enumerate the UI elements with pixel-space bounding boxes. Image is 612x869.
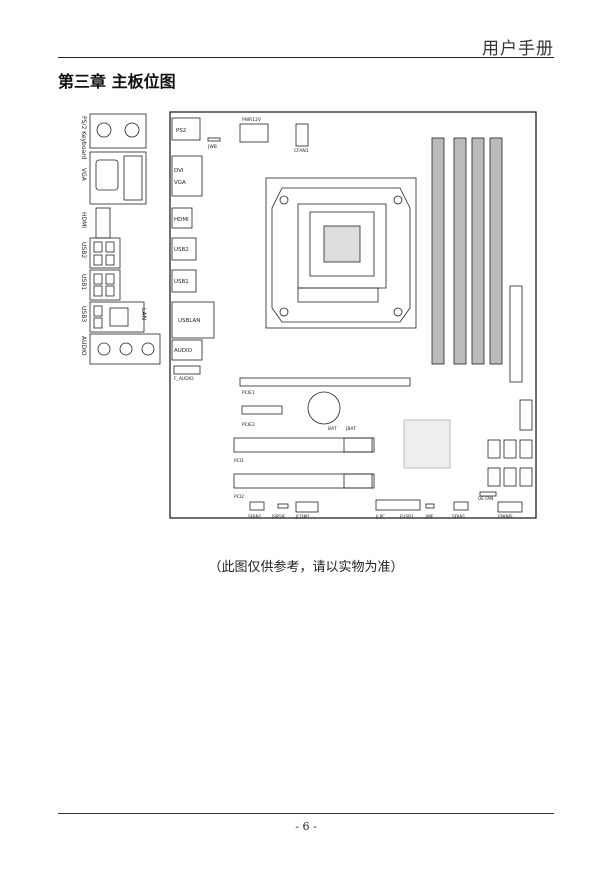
label-faudio: F_AUDIO	[174, 376, 194, 382]
label-cfan1: CFAN1	[294, 148, 309, 154]
label-vga: VGA	[174, 180, 186, 186]
rear-label-audio: AUDIO	[80, 336, 87, 356]
rear-label-lan: LAN	[140, 308, 147, 320]
rear-label-usb2: USB2	[80, 242, 87, 258]
pcie-slots	[233, 377, 411, 489]
label-dvi: DVI	[174, 168, 184, 174]
label-audio: AUDIO	[174, 348, 193, 354]
label-pci1: PCI1	[234, 458, 244, 464]
header-title: 用户手册	[482, 39, 554, 59]
page-number: - 6 -	[295, 820, 317, 833]
sata-ports	[487, 439, 533, 487]
top-connectors	[207, 123, 309, 147]
label-pci2: PCI2	[234, 494, 244, 500]
pcie-labels: PCIE1 PCIE2 PCI1 PCI2	[234, 390, 255, 500]
label-sfan1: SFAN1	[452, 514, 466, 519]
dimm-slots	[431, 137, 503, 365]
label-usblan: USBLAN	[178, 318, 200, 324]
label-sfan2: SFAN2	[248, 514, 262, 519]
cpu-socket	[265, 177, 417, 329]
label-pwr12v: PWR12V	[242, 117, 262, 123]
label-jcom1: JCOM1	[295, 514, 310, 519]
header-rule	[58, 57, 554, 58]
rear-panel-labels: PS/2 Keyboard VGA HDMI USB2 USB1 USB3 LA…	[80, 116, 147, 356]
bottom-labels: SFAN2 JSPDIF JCOM1 JLPC FUSB1 JME SFAN1 …	[248, 496, 514, 519]
footer-rule	[58, 813, 554, 814]
label-usb2: USB2	[174, 247, 189, 253]
atx-power-connector	[509, 285, 523, 383]
rear-label-ps2: PS/2 Keyboard	[80, 116, 87, 160]
label-oe-fan: OE FAN	[478, 496, 493, 501]
label-pcie1: PCIE1	[242, 390, 255, 396]
label-jlpc: JLPC	[375, 514, 385, 519]
rear-io-connectors	[89, 113, 161, 365]
bottom-headers	[249, 491, 523, 513]
label-ps2: PS2	[176, 128, 186, 134]
label-pcie2: PCIE2	[242, 422, 255, 428]
rear-label-hdmi: HDMI	[80, 212, 87, 228]
label-usb1: USB1	[174, 279, 189, 285]
chipset	[403, 419, 451, 469]
label-jbat: JBAT	[345, 426, 356, 432]
label-fusb1: FUSB1	[400, 514, 414, 519]
motherboard-layout-figure: PS/2 Keyboard VGA HDMI USB2 USB1 USB3 LA…	[80, 111, 537, 519]
battery	[307, 391, 341, 425]
label-bat: BAT	[328, 426, 337, 432]
rear-label-usb1: USB1	[80, 274, 87, 290]
label-jspdif: JSPDIF	[271, 514, 286, 519]
board-outline	[169, 111, 537, 519]
rear-label-vga: VGA	[80, 168, 87, 182]
side-header	[519, 399, 533, 431]
figure-caption: （此图仅供参考，请以实物为准）	[208, 560, 404, 575]
board-left-connectors	[171, 117, 215, 375]
chapter-title: 第三章 主板位图	[58, 72, 176, 91]
top-labels: JWB PWR12V CFAN1	[207, 117, 309, 154]
board-left-labels: PS2 DVI VGA HDMI USB2 USB1 USBLAN AUDIO …	[174, 128, 200, 382]
label-hdmi: HDMI	[174, 217, 189, 223]
label-fpanel: FPANEL	[498, 514, 514, 519]
label-jwb: JWB	[207, 144, 217, 150]
rear-label-usb3: USB3	[80, 306, 87, 322]
label-jme: JME	[425, 514, 434, 519]
